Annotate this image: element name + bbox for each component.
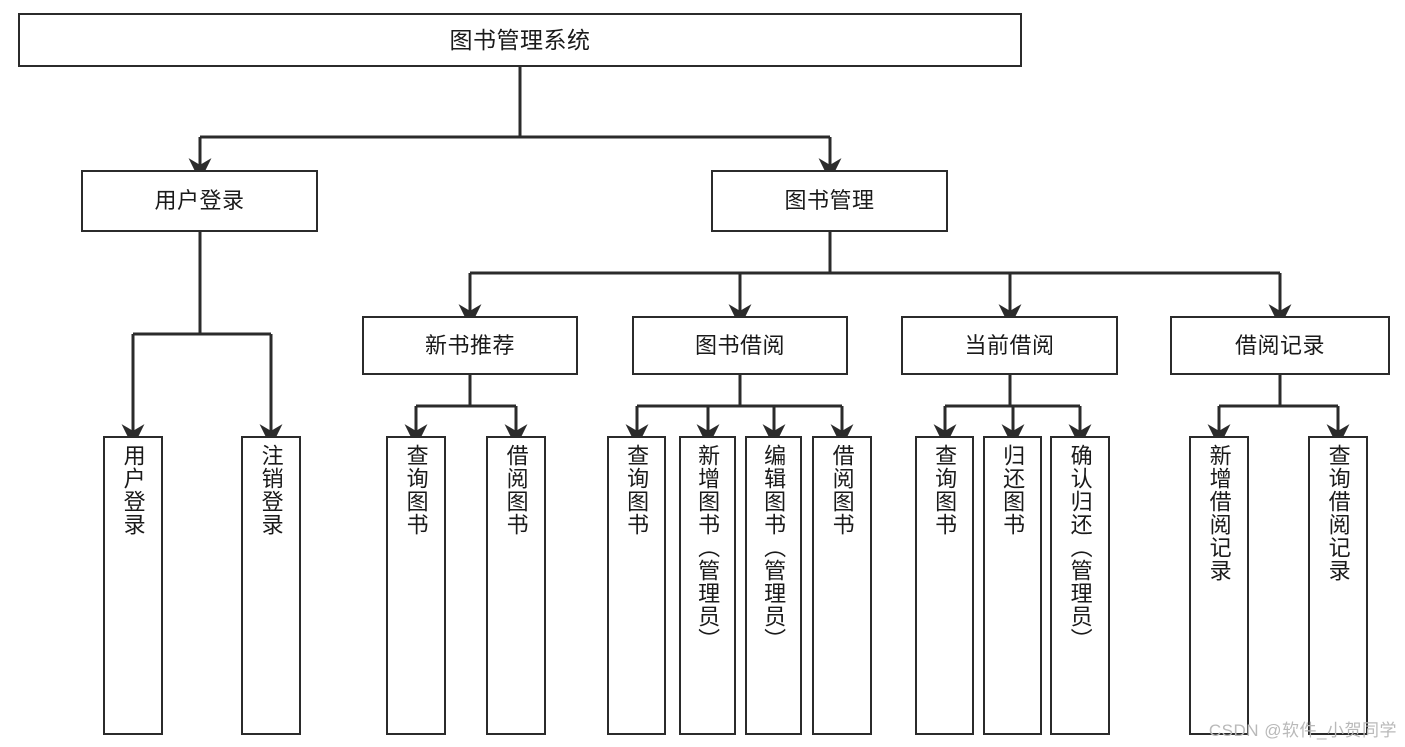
node-label-leaf-borrow-edit: 编辑图书（管理员） xyxy=(761,444,787,651)
watermark-label: CSDN @软件_小贺同学 xyxy=(1208,721,1397,740)
node-label-leaf-borrow-add: 新增图书（管理员） xyxy=(695,444,721,651)
node-label-book-borrow: 图书借阅 xyxy=(694,332,785,358)
node-label-leaf-borrow-query: 查询图书 xyxy=(624,444,650,536)
node-new-book-rec[interactable]: 新书推荐 xyxy=(362,316,578,375)
node-leaf-rec-add[interactable]: 新增借阅记录 xyxy=(1189,436,1249,735)
node-leaf-rec-query2[interactable]: 查询借阅记录 xyxy=(1308,436,1368,735)
node-borrow-record[interactable]: 借阅记录 xyxy=(1170,316,1390,375)
node-user-login[interactable]: 用户登录 xyxy=(81,170,318,232)
node-leaf-user-login[interactable]: 用户登录 xyxy=(103,436,163,735)
node-current-borrow[interactable]: 当前借阅 xyxy=(901,316,1118,375)
node-leaf-cur-return[interactable]: 归还图书 xyxy=(983,436,1042,735)
node-book-borrow[interactable]: 图书借阅 xyxy=(632,316,848,375)
node-leaf-cur-confirm[interactable]: 确认归还（管理员） xyxy=(1050,436,1110,735)
node-leaf-borrow-do[interactable]: 借阅图书 xyxy=(812,436,872,735)
node-label-leaf-rec-query: 查询图书 xyxy=(403,444,429,536)
node-leaf-rec-borrow[interactable]: 借阅图书 xyxy=(486,436,546,735)
node-root[interactable]: 图书管理系统 xyxy=(18,13,1022,67)
node-label-book-manage: 图书管理 xyxy=(784,188,875,214)
node-book-manage[interactable]: 图书管理 xyxy=(711,170,948,232)
node-label-new-book-rec: 新书推荐 xyxy=(424,332,515,358)
node-leaf-borrow-edit[interactable]: 编辑图书（管理员） xyxy=(745,436,802,735)
node-label-leaf-user-login: 用户登录 xyxy=(120,444,146,536)
node-leaf-borrow-add[interactable]: 新增图书（管理员） xyxy=(679,436,736,735)
node-label-leaf-cur-return: 归还图书 xyxy=(1000,444,1026,536)
node-label-leaf-borrow-do: 借阅图书 xyxy=(829,444,855,536)
node-leaf-cur-query[interactable]: 查询图书 xyxy=(915,436,974,735)
edge-group xyxy=(121,67,1350,448)
node-label-leaf-cur-query: 查询图书 xyxy=(932,444,958,536)
node-label-user-login: 用户登录 xyxy=(154,188,245,214)
node-label-leaf-user-logout: 注销登录 xyxy=(258,444,284,536)
node-leaf-user-logout[interactable]: 注销登录 xyxy=(241,436,301,735)
node-label-leaf-rec-borrow: 借阅图书 xyxy=(503,444,529,536)
node-label-leaf-rec-query2: 查询借阅记录 xyxy=(1325,444,1351,582)
node-leaf-borrow-query[interactable]: 查询图书 xyxy=(607,436,666,735)
node-label-borrow-record: 借阅记录 xyxy=(1234,332,1325,358)
node-label-current-borrow: 当前借阅 xyxy=(964,332,1055,358)
node-label-root: 图书管理系统 xyxy=(449,26,591,53)
node-label-leaf-rec-add: 新增借阅记录 xyxy=(1206,444,1232,582)
node-label-leaf-cur-confirm: 确认归还（管理员） xyxy=(1067,444,1093,651)
node-leaf-rec-query[interactable]: 查询图书 xyxy=(386,436,446,735)
